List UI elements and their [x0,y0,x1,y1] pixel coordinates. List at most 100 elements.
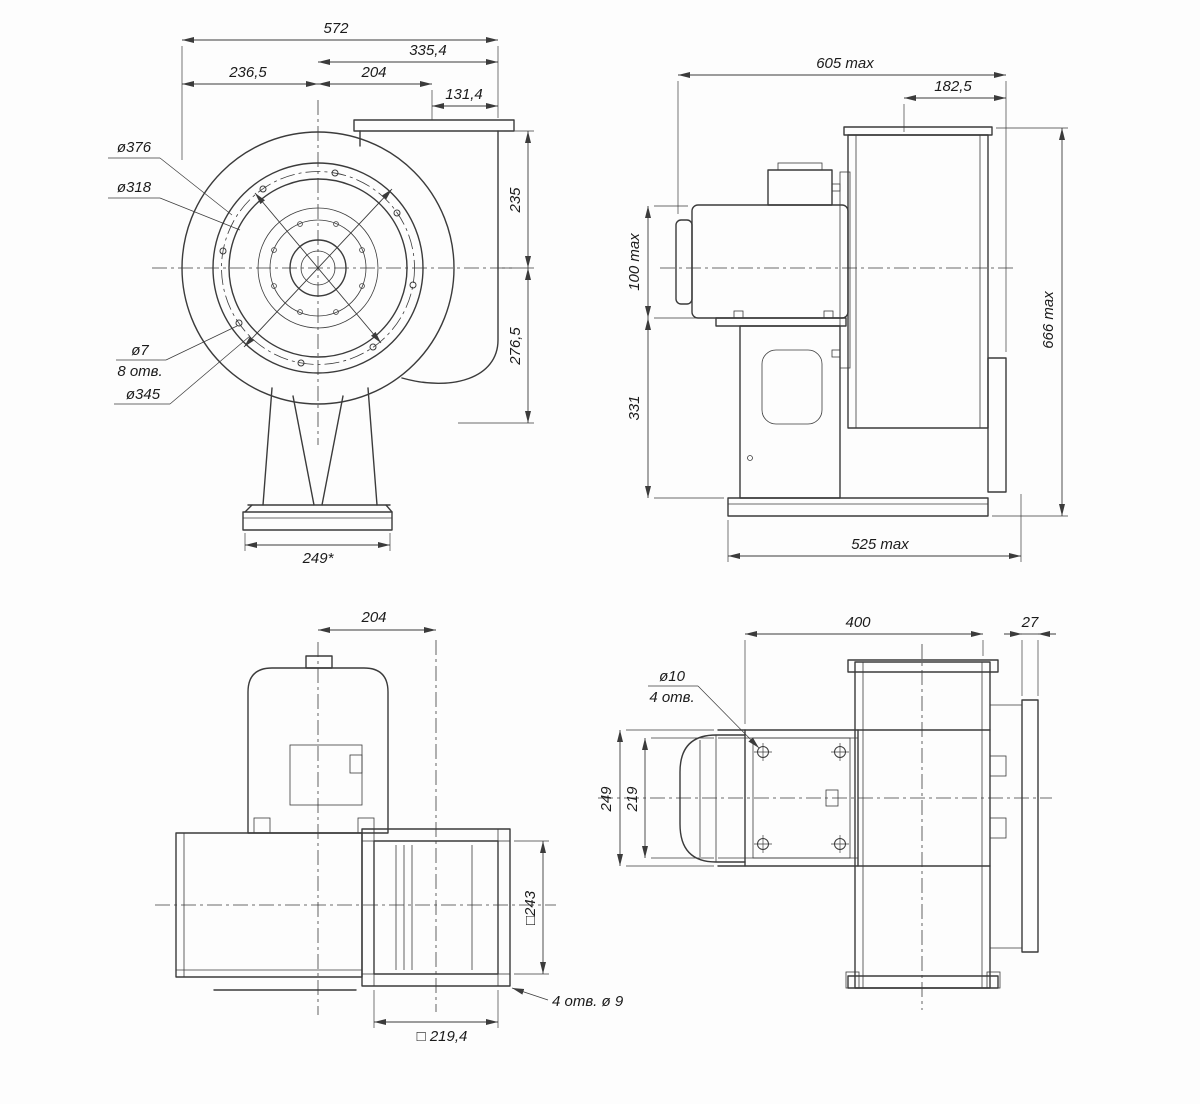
dim-dia345-label: ø345 [126,386,161,403]
plate-tab-top [989,755,1007,777]
dim-204-top-label: 204 [360,609,386,626]
pedestal-handhole [761,349,823,425]
dim-131-4-label: 131,4 [445,86,483,103]
flange-pad-tl [361,828,375,842]
motor-foot-right [357,817,375,834]
dia10-label: ø10 [659,668,686,685]
bottom-dim-400: 400 [744,614,984,724]
plate-detail [825,789,839,807]
top-dim-243: □243 [514,840,549,975]
inlet-flange-bar [847,659,999,673]
dim-219-4-label: □ 219,4 [417,1028,468,1045]
top-dim-204: 204 [318,609,436,633]
top-dim-219-4: □ 219,4 [373,990,499,1045]
dim-100-label: 100 max [626,233,643,291]
inlet-circle-376 [212,162,424,374]
bottom-view: 400 27 ø10 4 отв. 249 219 [598,614,1056,1010]
side-dim-525: 525 max [727,494,1022,562]
outlet-duct-top [361,828,511,987]
holes-4-label: 4 отв. [649,689,694,706]
label-dia318: ø318 [108,179,241,231]
dim-dia376-label: ø376 [117,139,152,156]
bottom-pad-right [986,971,1001,989]
pedestal-bolt-right [823,310,834,319]
support-legs [242,387,393,531]
side-dim-100: 100 max [626,205,712,319]
bottom-dim-27: 27 [1004,614,1056,696]
side-dim-331: 331 [626,318,724,499]
pedestal-drain-hole [747,455,753,461]
diameter-line-318 [254,192,382,344]
pedestal [739,325,841,499]
outlet-flange-side [843,126,993,136]
mounting-plate [752,737,851,859]
front-dim-131-4: 131,4 [432,86,498,109]
label-dia7-8holes: ø7 8 отв. [116,325,238,380]
dim-204-label: 204 [360,64,386,81]
terminal-box-top [289,744,363,806]
dim-8holes-label: 8 отв. [117,363,162,380]
front-dim-572: 572 [181,20,499,160]
side-view: 605 max 182,5 100 max 331 666 max [626,55,1068,562]
terminal-box-gland [349,754,363,774]
bottom-dim-219: 219 [624,737,714,859]
front-dim-276-5: 276,5 [458,268,534,424]
dim-572-label: 572 [323,20,349,37]
front-dim-204: 204 [318,64,433,120]
dim-27-label: 27 [1021,614,1039,631]
dim-219-label: 219 [624,786,641,813]
top-holes-note: 4 отв. ø 9 [511,987,624,1010]
mounting-holes-4x10 [754,743,849,853]
base-plate [242,511,393,531]
top-view: 204 □243 □ 219,4 4 отв. ø 9 [155,609,624,1045]
flange-bolt-top [831,183,841,192]
outlet-flange [353,119,515,132]
label-dia376: ø376 [108,139,233,216]
holes-4x9-label: 4 отв. ø 9 [552,993,624,1010]
housing-side [847,134,989,429]
front-dim-235: 235 [502,130,534,269]
front-view: ø376 ø318 ø7 8 отв. ø345 572 335,4 [108,20,534,567]
flange-bolt-bottom [831,349,841,358]
bottom-flange-bar [847,975,999,989]
outlet-duct-inner [373,840,499,975]
pedestal-top-plate [715,317,847,327]
dim-331-label: 331 [626,395,643,420]
bolt-holes-8x7 [219,169,417,367]
dim-605-label: 605 max [816,55,874,72]
dim-249-bottom-label: 249 [598,786,615,813]
motor-terminal-box [767,169,833,206]
side-dim-666: 666 max [992,127,1068,517]
front-dim-335-4: 335,4 [318,42,498,65]
base-side [727,497,989,517]
motor-eyebolt [305,655,333,669]
front-dim-249: 249* [244,533,391,567]
bottom-dim-249: 249 [598,729,714,867]
fan-housing-circle [181,131,455,405]
front-dim-236-5: 236,5 [182,64,318,87]
dim-dia318-label: ø318 [117,179,152,196]
back-plate [987,357,1007,493]
inlet-flange-side [839,171,851,369]
inlet-circle-318 [228,178,408,358]
dim-236-5-label: 236,5 [228,64,267,81]
volute-outlet-wall [401,130,499,385]
motor-bottom [679,734,746,863]
side-plate [1021,699,1039,953]
dim-335-4-label: 335,4 [409,42,447,59]
dim-235-label: 235 [507,187,524,214]
motor-foot-left [253,817,271,834]
bottom-pad-left [845,971,860,989]
dim-243-label: □243 [522,890,539,925]
dim-525-label: 525 max [851,536,909,553]
label-dia345: ø345 [114,335,251,405]
dim-400-label: 400 [845,614,871,631]
motor-body [691,204,849,319]
dim-182-5-label: 182,5 [934,78,972,95]
bottom-holes-note: ø10 4 отв. [648,668,760,749]
motor-end-cap [675,219,693,305]
flange-pad-br [497,973,511,987]
dim-dia7-label: ø7 [131,342,149,359]
dim-276-5-label: 276,5 [507,327,524,366]
